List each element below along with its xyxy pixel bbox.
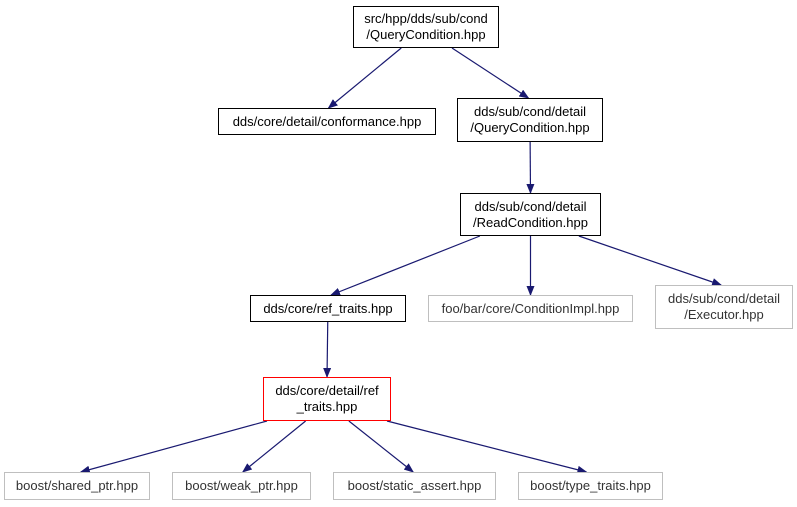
edge-detail_rc-to-executor bbox=[578, 235, 723, 286]
node-line: /QueryCondition.hpp bbox=[366, 27, 486, 42]
edge-detail_rc-to-ref_traits bbox=[330, 235, 481, 296]
node-root-querycondition[interactable]: src/hpp/dds/sub/cond /QueryCondition.hpp bbox=[353, 6, 499, 48]
node-conformance[interactable]: dds/core/detail/conformance.hpp bbox=[218, 108, 436, 135]
node-line: /Executor.hpp bbox=[684, 307, 764, 322]
node-line: /QueryCondition.hpp bbox=[470, 120, 590, 135]
node-conditionimpl[interactable]: foo/bar/core/ConditionImpl.hpp bbox=[428, 295, 633, 322]
edge-root-to-detail_qc bbox=[451, 47, 530, 99]
node-line: src/hpp/dds/sub/cond bbox=[364, 11, 488, 26]
node-line: dds/sub/cond/detail bbox=[473, 104, 587, 119]
edge-detail_ref_traits-to-type_traits bbox=[386, 420, 588, 474]
node-detail-readcondition[interactable]: dds/sub/cond/detail /ReadCondition.hpp bbox=[460, 193, 601, 236]
node-detail-ref-traits[interactable]: dds/core/detail/ref _traits.hpp bbox=[263, 377, 391, 421]
edge-root-to-conformance bbox=[327, 47, 402, 109]
node-line: boost/type_traits.hpp bbox=[530, 478, 651, 493]
node-boost-weak-ptr[interactable]: boost/weak_ptr.hpp bbox=[172, 472, 311, 500]
node-executor[interactable]: dds/sub/cond/detail /Executor.hpp bbox=[655, 285, 793, 329]
node-line: dds/sub/cond/detail bbox=[474, 198, 587, 214]
edge-detail_ref_traits-to-weak_ptr bbox=[242, 420, 307, 473]
node-line: boost/weak_ptr.hpp bbox=[185, 478, 298, 493]
node-line: dds/core/detail/ref bbox=[275, 383, 379, 398]
node-ref-traits[interactable]: dds/core/ref_traits.hpp bbox=[250, 295, 406, 322]
node-line: boost/shared_ptr.hpp bbox=[15, 478, 139, 493]
node-line: _traits.hpp bbox=[296, 399, 358, 414]
edge-detail_ref_traits-to-static_assert bbox=[348, 420, 414, 473]
node-line: dds/sub/cond/detail bbox=[667, 291, 781, 306]
node-line: boost/static_assert.hpp bbox=[347, 478, 482, 493]
node-line: foo/bar/core/ConditionImpl.hpp bbox=[441, 300, 620, 316]
node-boost-shared-ptr[interactable]: boost/shared_ptr.hpp bbox=[4, 472, 150, 500]
node-line: dds/core/ref_traits.hpp bbox=[263, 300, 393, 316]
edge-ref_traits-to-detail_ref_traits bbox=[323, 321, 332, 378]
node-boost-type-traits[interactable]: boost/type_traits.hpp bbox=[518, 472, 663, 500]
node-line: /ReadCondition.hpp bbox=[473, 214, 588, 230]
node-boost-static-assert[interactable]: boost/static_assert.hpp bbox=[333, 472, 496, 500]
node-line: dds/core/detail/conformance.hpp bbox=[232, 113, 422, 129]
node-detail-querycondition[interactable]: dds/sub/cond/detail /QueryCondition.hpp bbox=[457, 98, 603, 142]
edge-detail_ref_traits-to-shared_ptr bbox=[79, 420, 268, 474]
